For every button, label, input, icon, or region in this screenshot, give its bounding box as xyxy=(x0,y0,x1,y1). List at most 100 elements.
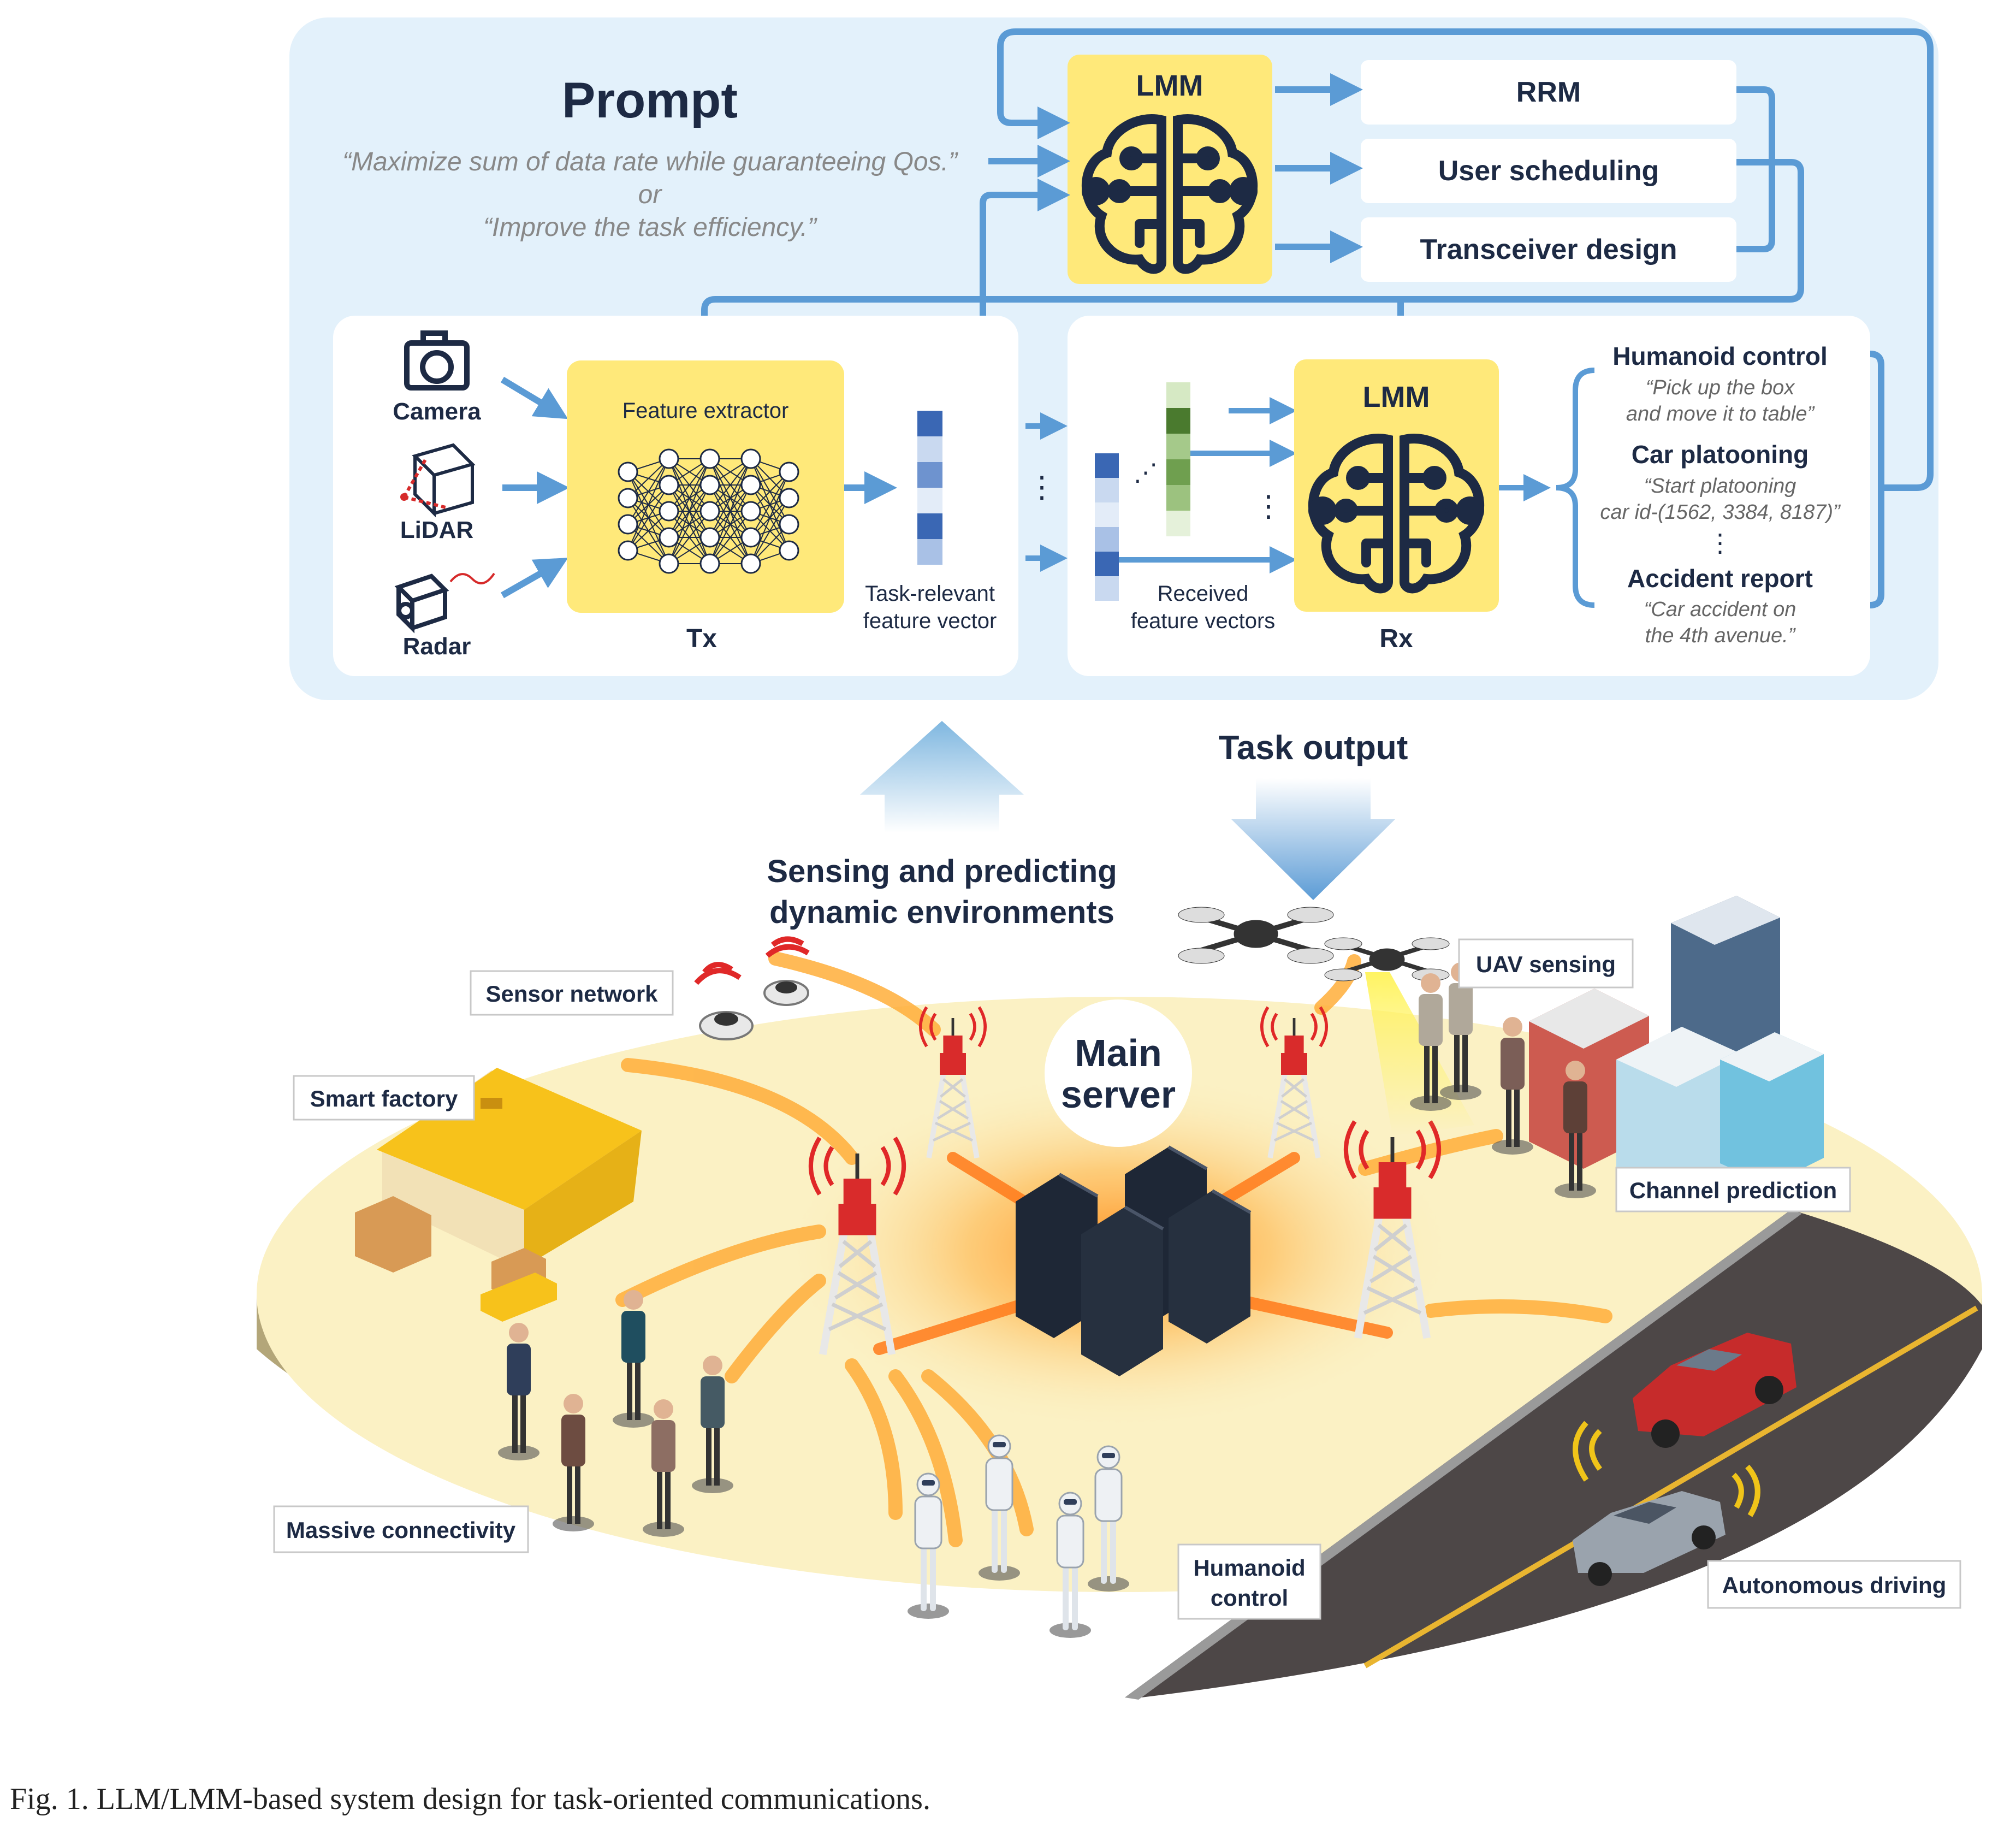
sensing-up-arrow xyxy=(860,721,1024,833)
label-uav-sensing-text: UAV sensing xyxy=(1476,951,1616,977)
output-label-user-scheduling: User scheduling xyxy=(1438,155,1659,187)
prompt-title: Prompt xyxy=(562,73,738,128)
task-title-platooning: Car platooning xyxy=(1632,440,1809,469)
person-icon xyxy=(643,1399,684,1537)
neuron-node xyxy=(699,553,720,574)
prompt-line-1: “Maximize sum of data rate while guarant… xyxy=(342,147,958,176)
label-humanoid-text-2: control xyxy=(1211,1585,1288,1611)
lidar-icon xyxy=(400,443,476,518)
label-autonomous-driving: Autonomous driving xyxy=(1707,1560,1961,1609)
person-icon xyxy=(692,1356,733,1493)
neuron-node xyxy=(699,448,720,469)
prompt-line-3: “Improve the task efficiency.” xyxy=(483,213,817,242)
input-label-radar: Radar xyxy=(403,633,471,660)
neuron-node xyxy=(699,527,720,548)
neuron-node xyxy=(740,553,761,574)
cell-towers xyxy=(809,1006,1441,1356)
rx-input-arrows xyxy=(1119,397,1551,573)
task-line-platooning-2: car id-(1562, 3384, 8187)” xyxy=(1600,501,1841,524)
input-label-lidar: LiDAR xyxy=(400,517,473,543)
output-label-transceiver-design: Transceiver design xyxy=(1420,234,1677,265)
humanoid-robots xyxy=(908,1434,1129,1638)
neuron-node xyxy=(659,501,679,522)
neuron-node xyxy=(659,553,679,574)
output-box-transceiver-design xyxy=(1361,217,1736,282)
cell-tower-icon xyxy=(809,1137,906,1356)
main-server-label-2: server xyxy=(1061,1073,1176,1116)
feature-extractor-label: Feature extractor xyxy=(622,399,789,423)
neuron-node xyxy=(779,462,799,482)
neuron-node xyxy=(618,488,638,508)
neuron-node xyxy=(618,514,638,535)
channel-ellipsis: ⋮ xyxy=(1027,471,1057,504)
label-channel-prediction-text: Channel prediction xyxy=(1629,1178,1837,1203)
person-icon xyxy=(553,1394,594,1531)
neuron-node xyxy=(779,488,799,508)
brain-icon xyxy=(1308,434,1485,594)
sensing-label-2: dynamic environments xyxy=(769,895,1114,930)
tx-label: Tx xyxy=(686,624,717,653)
output-box-user-scheduling xyxy=(1361,139,1736,203)
task-title-humanoid: Humanoid control xyxy=(1612,342,1828,370)
lmm-top-label: LMM xyxy=(1136,69,1203,102)
robot-icon xyxy=(1049,1492,1091,1638)
vector-label-1: Task-relevant xyxy=(865,582,995,606)
robot-icon xyxy=(908,1472,949,1619)
robot-icon xyxy=(1088,1445,1129,1592)
label-humanoid-text-1: Humanoid xyxy=(1193,1555,1305,1581)
neural-network-icon xyxy=(618,448,799,574)
person-icon xyxy=(613,1290,654,1428)
radar-icon xyxy=(394,572,495,634)
feature-vector xyxy=(917,411,942,565)
car-icon xyxy=(1573,1491,1726,1586)
drone-icon xyxy=(1178,907,1334,964)
received-label-1: Received xyxy=(1158,582,1249,606)
buildings-icon xyxy=(1529,896,1824,1207)
neuron-node xyxy=(699,501,720,522)
label-humanoid-control: Humanoid control xyxy=(1177,1543,1321,1620)
main-server-label-1: Main xyxy=(1075,1032,1161,1074)
neuron-node xyxy=(659,527,679,548)
main-server-bubble xyxy=(1045,999,1192,1147)
label-channel-prediction: Channel prediction xyxy=(1615,1167,1851,1212)
person-icon xyxy=(1492,1017,1533,1155)
car-signal-arcs xyxy=(1573,1421,1760,1517)
figure-caption: Fig. 1. LLM/LMM-based system design for … xyxy=(10,1782,930,1816)
input-label-camera: Camera xyxy=(393,398,481,425)
vector-label-2: feature vector xyxy=(863,609,997,633)
received-vector-green xyxy=(1166,382,1190,536)
task-output-down-arrow xyxy=(1231,778,1395,900)
output-label-rrm: RRM xyxy=(1516,76,1581,108)
neuron-node xyxy=(699,475,720,495)
output-box-rrm xyxy=(1361,60,1736,125)
neuron-node xyxy=(740,501,761,522)
neuron-node xyxy=(659,475,679,495)
task-line-platooning-1: “Start platooning xyxy=(1644,475,1796,498)
lmm-output-arrows xyxy=(988,73,1363,263)
received-ellipsis: ⋰ xyxy=(1134,459,1158,486)
cell-tower-icon xyxy=(1344,1120,1441,1339)
feedback-lines xyxy=(688,28,1934,608)
task-output-label: Task output xyxy=(1219,729,1408,767)
neuron-node xyxy=(618,462,638,482)
label-massive-connectivity-text: Massive connectivity xyxy=(286,1517,516,1543)
server-rack-icon xyxy=(1016,1145,1252,1376)
task-line-humanoid-1: “Pick up the box xyxy=(1646,376,1795,399)
sensing-label-1: Sensing and predicting xyxy=(767,854,1117,889)
received-vector-blue xyxy=(1095,453,1119,601)
lmm-rx-box xyxy=(1294,359,1499,612)
input-arrows xyxy=(500,376,897,599)
neuron-node xyxy=(618,540,638,561)
task-ellipsis: ⋮ xyxy=(1707,529,1733,557)
neuron-node xyxy=(740,448,761,469)
person-icon xyxy=(1555,1061,1596,1198)
task-brace xyxy=(1556,368,1595,608)
cell-tower-icon xyxy=(919,1006,987,1158)
cell-tower-icon xyxy=(1260,1006,1328,1158)
person-icon xyxy=(498,1323,539,1460)
label-smart-factory: Smart factory xyxy=(293,1075,475,1121)
rx-label: Rx xyxy=(1379,624,1413,653)
task-title-accident: Accident report xyxy=(1627,564,1813,593)
camera-icon xyxy=(404,330,470,391)
